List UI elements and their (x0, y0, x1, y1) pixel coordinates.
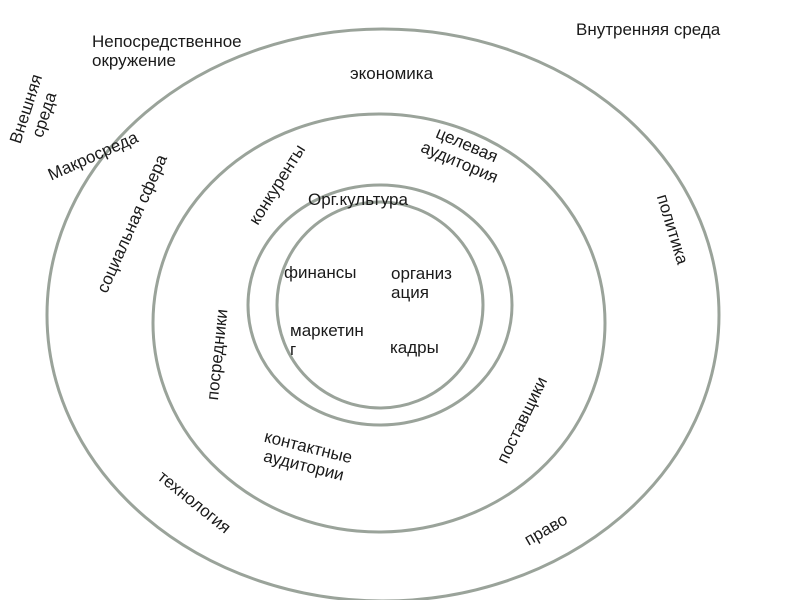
ring-org-culture (246, 183, 514, 427)
organization-label-line1: организ (391, 264, 452, 283)
personnel-label: кадры (390, 338, 439, 357)
ring-outer-macro-environment (45, 27, 721, 600)
marketing-label: маркетин г (290, 321, 364, 359)
marketing-label-line1: маркетин (290, 321, 364, 340)
organization-label-line2: ация (391, 283, 429, 302)
internal-environment-label: Внутренняя среда (576, 20, 721, 39)
immediate-environment-label-line1: Непосредственное (92, 32, 242, 51)
ring-immediate-environment (151, 112, 607, 534)
finance-label: финансы (284, 263, 357, 282)
marketing-label-line2: г (290, 340, 297, 359)
ring-internal-core (275, 200, 485, 410)
organization-label: организ ация (391, 264, 452, 302)
immediate-environment-label-line2: окружение (92, 51, 177, 70)
economy-label: экономика (350, 64, 434, 83)
org-culture-label: Орг.культура (308, 190, 408, 209)
immediate-environment-label: Непосредственное окружение (92, 32, 242, 70)
